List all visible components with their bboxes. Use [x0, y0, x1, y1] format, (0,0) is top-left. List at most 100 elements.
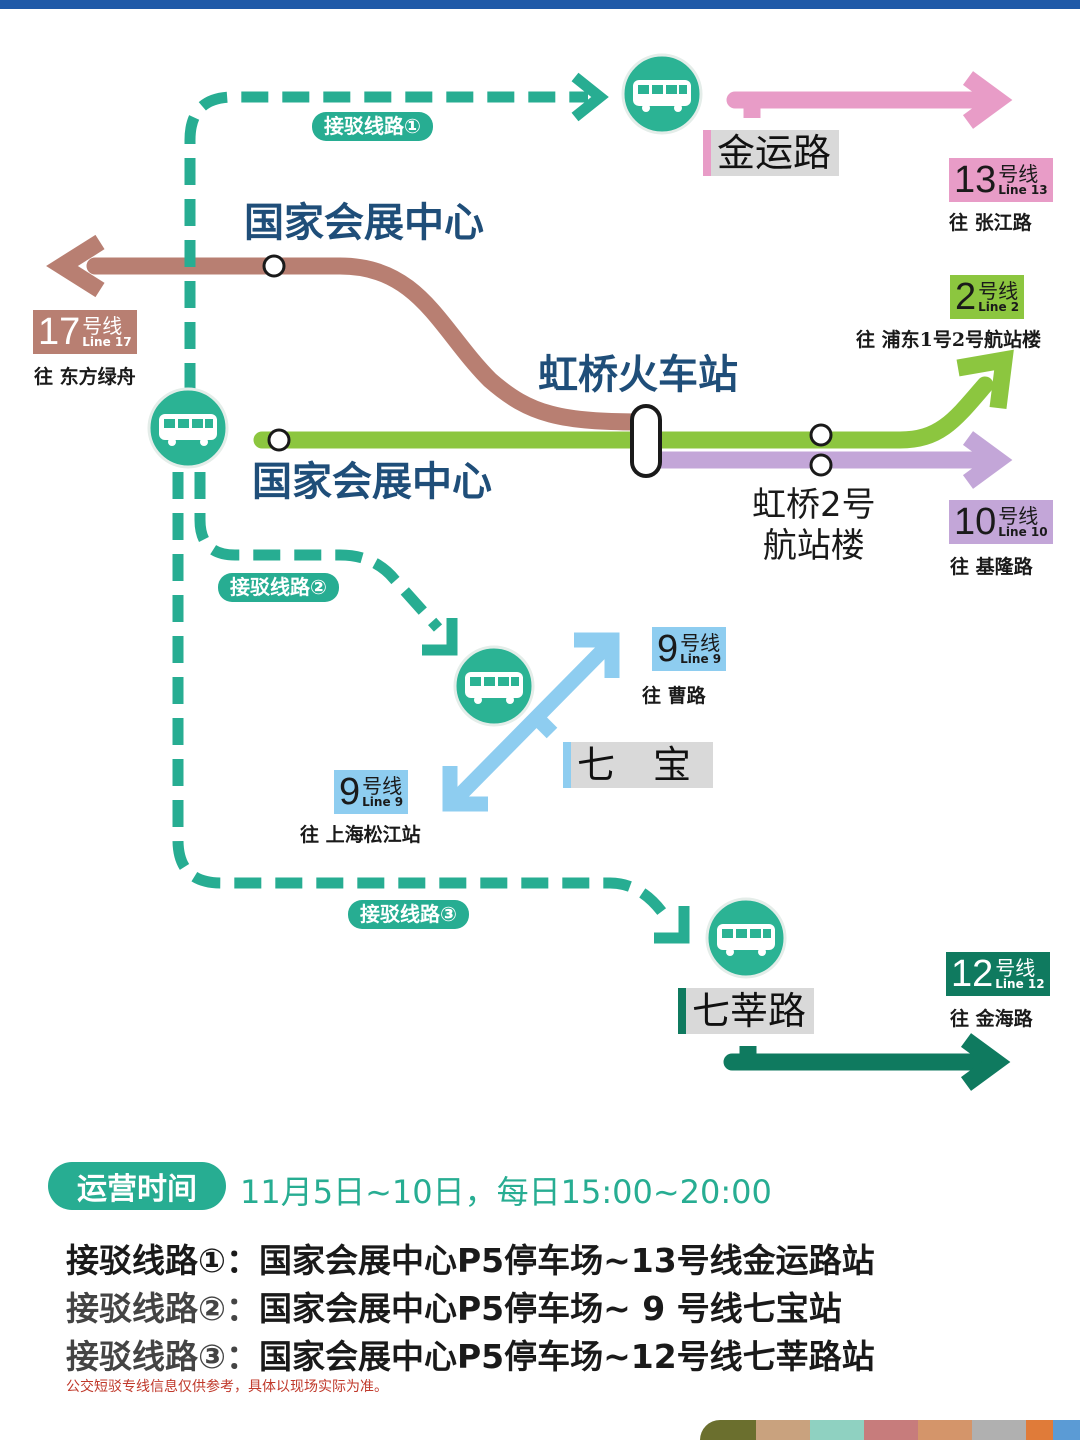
- line9-south-destination: 往 上海松江站: [300, 824, 421, 846]
- station-dot-t2-line2: [809, 423, 833, 447]
- line17-track: [86, 257, 655, 431]
- operating-hours-title: 运营时间: [48, 1162, 226, 1210]
- line17-number: 17: [38, 311, 81, 353]
- feeder-route-2-path: [194, 472, 443, 632]
- line9-north-cn: 号线: [680, 631, 721, 655]
- line13-cn: 号线: [998, 162, 1039, 186]
- line10-arrow: [962, 431, 1013, 489]
- line10-en: Line 10: [998, 525, 1048, 539]
- line10-cn: 号线: [998, 504, 1039, 528]
- station-label-jinyun: 金运路: [703, 130, 840, 176]
- line2-arrow: [956, 349, 1014, 410]
- qibao-color-bar: [563, 742, 571, 788]
- bottom-deco-8: [1053, 1420, 1080, 1440]
- line12-destination: 往 金海路: [950, 1008, 1033, 1030]
- station-label-hongqiao-t2: 虹桥2号 航站楼: [752, 485, 876, 566]
- line17-arrow: [46, 234, 105, 298]
- line9-south-en: Line 9: [362, 795, 404, 809]
- station-label-hongqiao-railway: 虹桥火车站: [538, 352, 738, 398]
- route-desc-2: 接驳线路②：国家会展中心P5停车场~ 9 号线七宝站: [66, 1282, 842, 1330]
- station-dot-expo-line17: [262, 254, 286, 278]
- bus-jinyun-icon: [621, 53, 703, 135]
- line2-track: [253, 376, 994, 449]
- route-desc-3-label: 接驳线路③：: [66, 1337, 259, 1376]
- operating-hours-time: 11月5日~10日，每日15:00~20:00: [240, 1173, 772, 1211]
- line2-destination: 往 浦东1号2号航站楼: [856, 329, 1042, 351]
- route-desc-3: 接驳线路③：国家会展中心P5停车场~12号线七莘路站: [66, 1330, 875, 1378]
- bottom-deco-7: [1026, 1420, 1053, 1440]
- route-map: [46, 53, 1014, 1091]
- line2-number: 2: [955, 276, 977, 318]
- line9-south-number: 9: [339, 771, 361, 813]
- bus-qibao-icon: [453, 645, 535, 727]
- feeder-route-1-path: [184, 91, 588, 390]
- feeder-route-3-path: [172, 472, 667, 916]
- header-strip: [0, 0, 1080, 9]
- line13-number: 13: [954, 159, 997, 201]
- station-label-expo-line17: 国家会展中心: [244, 200, 484, 246]
- line17-en: Line 17: [82, 335, 132, 349]
- line12-number: 12: [951, 953, 994, 995]
- qixin-color-bar: [678, 988, 686, 1034]
- route-desc-2-label: 接驳线路②：: [66, 1289, 259, 1328]
- line9-north-number: 9: [657, 628, 679, 670]
- route-desc-2-text: 国家会展中心P5停车场~ 9 号线七宝站: [258, 1289, 842, 1328]
- line17-destination: 往 东方绿舟: [34, 366, 136, 388]
- station-label-expo-line2: 国家会展中心: [252, 459, 492, 505]
- line9-north-destination: 往 曹路: [642, 685, 706, 707]
- line2-cn: 号线: [978, 279, 1019, 303]
- line13-en: Line 13: [998, 183, 1048, 197]
- station-dot-t2-line10: [809, 453, 833, 477]
- line9-arrow-north: [574, 632, 620, 678]
- feeder-route-3-label: 接驳线路③: [348, 900, 469, 929]
- line9-track: [449, 639, 614, 806]
- line13-destination: 往 张江路: [949, 212, 1032, 234]
- line12-cn: 号线: [995, 956, 1036, 980]
- route-desc-1: 接驳线路①：国家会展中心P5停车场~13号线金运路站: [66, 1234, 875, 1282]
- feeder-route-2-arrow: [422, 618, 458, 656]
- bottom-deco-1: [700, 1420, 756, 1440]
- feeder-route-2-label: 接驳线路②: [218, 573, 339, 602]
- bottom-deco-3: [810, 1420, 864, 1440]
- line13-arrow: [962, 71, 1013, 129]
- interchange-hongqiao-railway: [630, 404, 662, 478]
- route-desc-1-text: 国家会展中心P5停车场~13号线金运路站: [258, 1241, 875, 1280]
- line9-south-cn: 号线: [362, 774, 403, 798]
- bottom-deco-2: [756, 1420, 810, 1440]
- feeder-route-1-arrow: [571, 72, 609, 122]
- bottom-deco-5: [918, 1420, 972, 1440]
- bus-hub-expo-icon: [147, 387, 229, 469]
- feeder-route-3-arrow: [654, 906, 690, 944]
- station-label-qixin: 七莘路: [678, 988, 815, 1034]
- station-label-qibao: 七 宝: [563, 742, 714, 788]
- feeder-route-1-label: 接驳线路①: [312, 112, 433, 141]
- jinyun-color-bar: [703, 130, 711, 176]
- route-desc-3-text: 国家会展中心P5停车场~12号线七莘路站: [258, 1337, 875, 1376]
- line9-stub: [531, 712, 558, 739]
- line10-destination: 往 基隆路: [950, 556, 1033, 578]
- bottom-deco-6: [972, 1420, 1026, 1440]
- qibao-text: 七 宝: [577, 743, 692, 787]
- line10-number: 10: [954, 501, 997, 543]
- disclaimer: 公交短驳专线信息仅供参考，具体以现场实际为准。: [66, 1379, 388, 1395]
- bus-qixin-icon: [705, 897, 787, 979]
- line17-cn: 号线: [82, 314, 123, 338]
- bottom-deco-4: [864, 1420, 918, 1440]
- line2-en: Line 2: [978, 300, 1020, 314]
- line12-en: Line 12: [995, 977, 1045, 991]
- jinyun-text: 金运路: [717, 131, 832, 175]
- qixin-text: 七莘路: [692, 989, 807, 1033]
- line12-arrow: [960, 1033, 1011, 1091]
- station-dot-expo-line2: [267, 428, 291, 452]
- line9-north-en: Line 9: [680, 652, 722, 666]
- line9-arrow-south: [442, 766, 488, 812]
- route-desc-1-label: 接驳线路①：: [66, 1241, 259, 1280]
